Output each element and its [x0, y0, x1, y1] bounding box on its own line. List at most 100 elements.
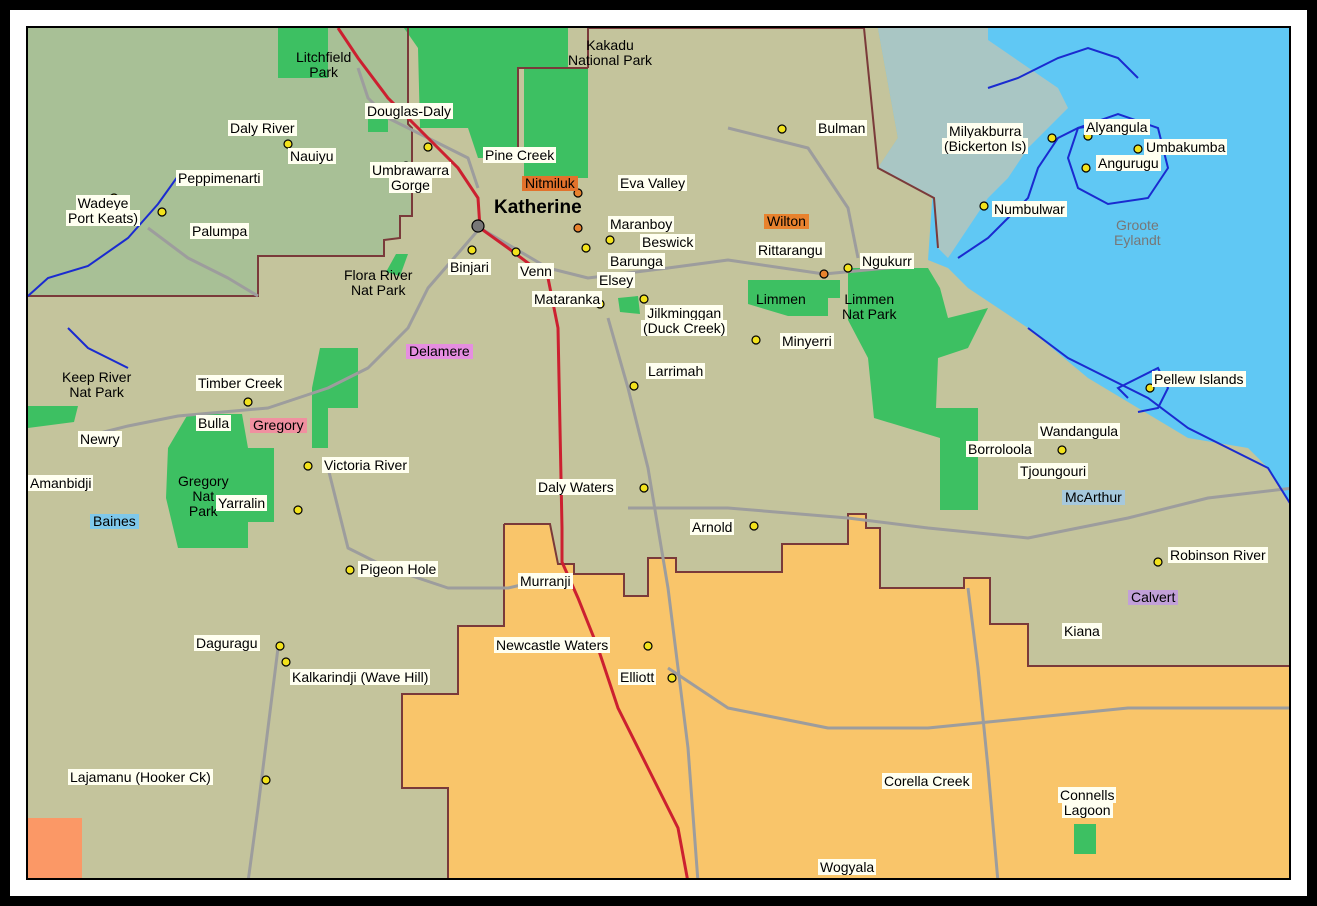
place-label-milyakburra[interactable]: Milyakburra(Bickerton Is) — [942, 123, 1029, 154]
place-label-borroloola[interactable]: Borroloola — [966, 441, 1034, 457]
place-label-corella-creek[interactable]: Corella Creek — [882, 773, 972, 789]
town-dot-icon[interactable] — [573, 188, 583, 198]
place-label-delamere[interactable]: Delamere — [406, 344, 473, 359]
place-label-katherine[interactable]: Katherine — [494, 197, 582, 218]
place-label-newry[interactable]: Newry — [78, 431, 122, 447]
place-label-kiana[interactable]: Kiana — [1062, 623, 1102, 639]
town-dot-icon[interactable] — [1047, 133, 1057, 143]
place-label-gregory[interactable]: Gregory — [250, 418, 307, 433]
place-label-murranji[interactable]: Murranji — [518, 573, 573, 589]
place-label-rittarangu[interactable]: Rittarangu — [756, 242, 825, 258]
place-label-wogyala[interactable]: Wogyala — [818, 859, 877, 875]
place-label-arnold[interactable]: Arnold — [690, 519, 735, 535]
place-label-angurugu[interactable]: Angurugu — [1096, 155, 1161, 171]
place-label-mataranka[interactable]: Mataranka — [532, 291, 603, 307]
place-label-bulman[interactable]: Bulman — [816, 120, 868, 136]
place-label-douglas-daly[interactable]: Douglas-Daly — [365, 103, 454, 119]
place-label-yarralin[interactable]: Yarralin — [216, 495, 268, 511]
town-dot-icon[interactable] — [843, 263, 853, 273]
place-label-alyangula[interactable]: Alyangula — [1084, 119, 1150, 135]
place-label-mcarthur[interactable]: McArthur — [1062, 490, 1125, 505]
town-dot-icon[interactable] — [643, 641, 653, 651]
place-label-binjari[interactable]: Binjari — [448, 259, 491, 275]
town-dot-icon[interactable] — [1081, 163, 1091, 173]
place-label-tjoungouri[interactable]: Tjoungouri — [1018, 463, 1089, 479]
place-label-pine-creek[interactable]: Pine Creek — [483, 147, 557, 163]
place-label-venn[interactable]: Venn — [518, 263, 554, 279]
place-label-pigeon-hole[interactable]: Pigeon Hole — [358, 561, 439, 577]
place-label-timber-creek[interactable]: Timber Creek — [196, 375, 285, 391]
place-label-daly-river[interactable]: Daly River — [228, 120, 297, 136]
place-label-wandangula[interactable]: Wandangula — [1038, 423, 1121, 439]
place-label-elliott[interactable]: Elliott — [618, 669, 657, 685]
town-dot-icon[interactable] — [345, 565, 355, 575]
place-label-minyerri[interactable]: Minyerri — [780, 333, 834, 349]
town-dot-icon[interactable] — [293, 505, 303, 515]
town-dot-icon[interactable] — [573, 223, 583, 233]
town-dot-icon[interactable] — [281, 657, 291, 667]
town-dot-icon[interactable] — [1057, 445, 1067, 455]
town-dot-icon[interactable] — [467, 245, 477, 255]
place-label-barunga[interactable]: Barunga — [608, 253, 665, 269]
town-dot-icon[interactable] — [283, 139, 293, 149]
town-dot-icon[interactable] — [275, 641, 285, 651]
place-label-eva-valley[interactable]: Eva Valley — [618, 175, 688, 191]
town-dot-icon[interactable] — [423, 142, 433, 152]
place-label-ngukurr[interactable]: Ngukurr — [860, 253, 914, 269]
place-label-bulla[interactable]: Bulla — [196, 415, 232, 431]
town-dot-icon[interactable] — [639, 483, 649, 493]
place-label-larrimah[interactable]: Larrimah — [646, 363, 706, 379]
town-dot-icon[interactable] — [639, 294, 649, 304]
town-dot-icon[interactable] — [1133, 144, 1143, 154]
place-label-wilton[interactable]: Wilton — [764, 214, 809, 229]
place-label-peppimenarti[interactable]: Peppimenarti — [176, 170, 263, 186]
place-label-numbulwar[interactable]: Numbulwar — [992, 201, 1067, 217]
place-label-newcastle-waters[interactable]: Newcastle Waters — [494, 637, 611, 653]
place-label-elsey[interactable]: Elsey — [597, 272, 636, 288]
place-label-maranboy[interactable]: Maranboy — [608, 216, 675, 232]
place-label-palumpa[interactable]: Palumpa — [190, 223, 250, 239]
place-label-nitmiluk[interactable]: Nitmiluk — [522, 176, 578, 191]
place-label-pellew[interactable]: Pellew Islands — [1152, 371, 1246, 387]
place-label-kalkarindji[interactable]: Kalkarindji (Wave Hill) — [290, 669, 431, 685]
place-label-umbakumba[interactable]: Umbakumba — [1144, 139, 1228, 155]
town-dot-icon[interactable] — [605, 235, 615, 245]
town-dot-icon[interactable] — [303, 461, 313, 471]
town-dot-icon[interactable] — [819, 269, 829, 279]
town-dot-icon[interactable] — [667, 673, 677, 683]
place-label-beswick[interactable]: Beswick — [640, 234, 696, 250]
place-label-daguragu[interactable]: Daguragu — [194, 635, 260, 651]
place-label-lajamanu[interactable]: Lajamanu (Hooker Ck) — [68, 769, 213, 785]
place-label-daly-waters[interactable]: Daly Waters — [536, 479, 616, 495]
town-dot-icon[interactable] — [511, 247, 521, 257]
town-dot-icon[interactable] — [581, 243, 591, 253]
town-dot-icon[interactable] — [1153, 557, 1163, 567]
place-label-baines[interactable]: Baines — [90, 514, 139, 529]
town-dot-icon[interactable] — [751, 335, 761, 345]
place-label-limmen[interactable]: Limmen — [756, 291, 806, 307]
place-label-jilkminggan[interactable]: Jilkminggan(Duck Creek) — [641, 305, 728, 336]
town-dot-icon[interactable] — [629, 381, 639, 391]
town-dot-icon[interactable] — [749, 521, 759, 531]
town-dot-icon[interactable] — [243, 397, 253, 407]
town-dot-icon[interactable] — [471, 219, 485, 233]
place-label-robinson-river[interactable]: Robinson River — [1168, 547, 1268, 563]
town-dot-icon[interactable] — [261, 775, 271, 785]
place-label-victoria-river[interactable]: Victoria River — [322, 457, 409, 473]
place-label-calvert[interactable]: Calvert — [1128, 590, 1179, 605]
town-dot-icon[interactable] — [979, 201, 989, 211]
town-dot-icon[interactable] — [777, 124, 787, 134]
town-dot-icon[interactable] — [157, 207, 167, 217]
place-label-nauiyu[interactable]: Nauiyu — [288, 148, 336, 164]
